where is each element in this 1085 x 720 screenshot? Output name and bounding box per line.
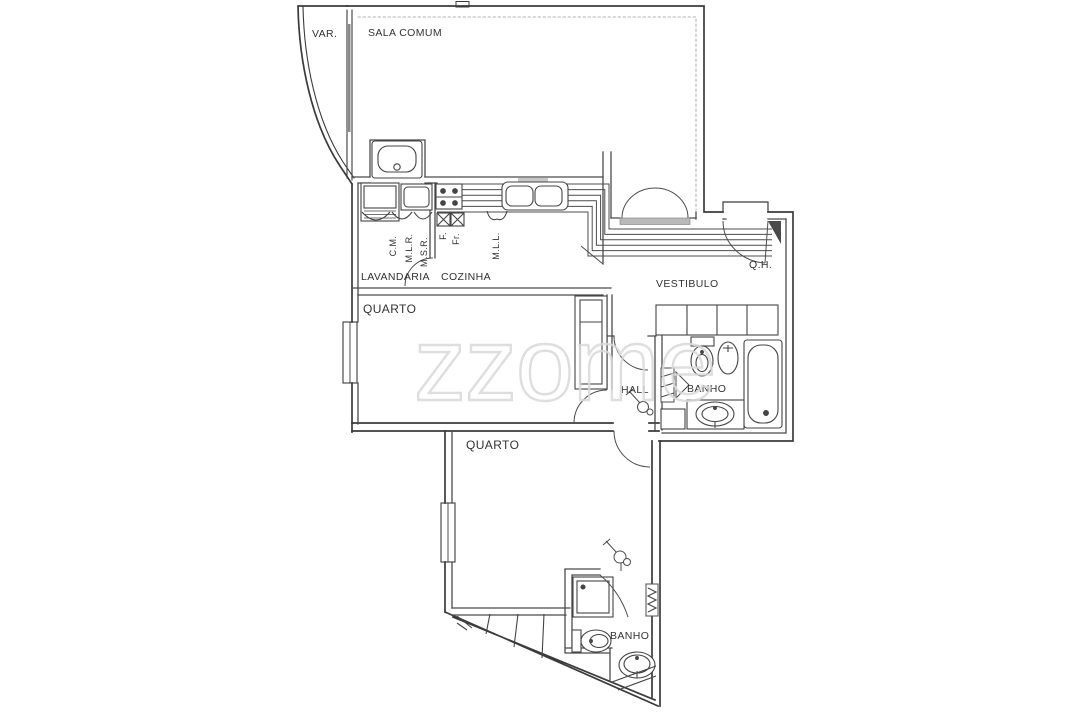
vestibule-hall-door [613,335,649,371]
label-cm: C.M. [388,236,398,257]
lower-closet-dividers [456,613,545,659]
hall-quarto2-door [613,430,651,468]
wall-sala-top-right [346,5,724,213]
dishwasher-symbol [486,210,508,221]
label-quarto-1: QUARTO [363,302,416,316]
glazing-bar [348,24,351,132]
stove-fridge-symbols [436,212,465,227]
hall-quarto1-door [573,389,608,424]
wall-right-outer [658,211,794,442]
folding-door-banho2 [645,583,659,617]
vestibule-closet [655,304,779,336]
inner-scan-line [357,16,697,211]
counter-band [437,183,772,257]
wall-balcony-inner [302,5,355,179]
double-door-threshold [619,217,691,225]
door-handle-symbol-hall [625,388,654,416]
label-banho-1: BANHO [687,383,726,395]
bathtub [743,339,783,429]
door-handle-symbol-quarto2 [602,538,631,571]
label-quarto-2: QUARTO [466,438,519,452]
label-lavandaria: LAVANDARIA [361,271,430,283]
tank-hatch [364,210,396,222]
wall-glazing [346,9,353,181]
toilet-service [571,629,612,653]
band-line [437,211,772,257]
wedge-hatch [611,665,657,691]
banho2-door-leaf [599,574,629,618]
quarto1-closet [574,295,608,390]
wall-mid-horizontal [351,422,660,432]
label-qh: Q.H. [749,259,772,271]
laundry-door [404,257,434,287]
sink-nook [369,139,426,178]
label-mlr: M.L.R. [404,234,414,263]
doors [404,187,781,618]
label-banho-2: BANHO [610,630,649,642]
kitchen-door-leaf [580,245,604,265]
labels: VAR. SALA COMUM LAVANDARIA COZINHA VESTI… [312,27,772,642]
entrance-door [722,220,769,264]
label-hall: HALL [621,384,649,396]
wall-kitchen-bottom [351,287,612,296]
exterior-walls [297,1,794,708]
entrance-door-leaf [768,221,781,244]
label-msr: M.S.R. [419,237,429,267]
washer-dryer-units [360,182,433,222]
wall-stub [602,151,612,265]
label-cozinha: COZINHA [441,271,491,283]
folding-door-banho1 [660,367,690,403]
label-fr: Fr. [451,233,461,245]
laundry-tank-basin [371,140,423,179]
inner-wall-faces [357,183,787,609]
entrance-recess [722,201,769,213]
bidet [717,341,739,375]
wall-lower-right [651,440,661,707]
shower [572,576,614,618]
label-mll: M.L.L. [491,232,501,259]
watermark: zzome [414,307,715,423]
label-f: F. [438,232,448,240]
bathroom-sink-main [660,399,745,430]
wall-kitchen-top [351,176,604,184]
kitchen-sink [501,178,569,211]
appliance-fronts [361,211,433,221]
toilet-main [690,336,715,377]
fixtures [360,140,783,691]
wall-balcony-outer [297,5,354,186]
wall-notch [455,1,470,8]
double-door-sala-vestibulo [621,187,689,219]
label-vestibulo: VESTIBULO [656,278,719,290]
stove [435,183,463,210]
label-sala-comum: SALA COMUM [368,27,442,39]
label-varanda: VAR. [312,28,337,40]
wall-lower-closet [451,607,571,616]
bathroom-sink-service [618,651,656,679]
